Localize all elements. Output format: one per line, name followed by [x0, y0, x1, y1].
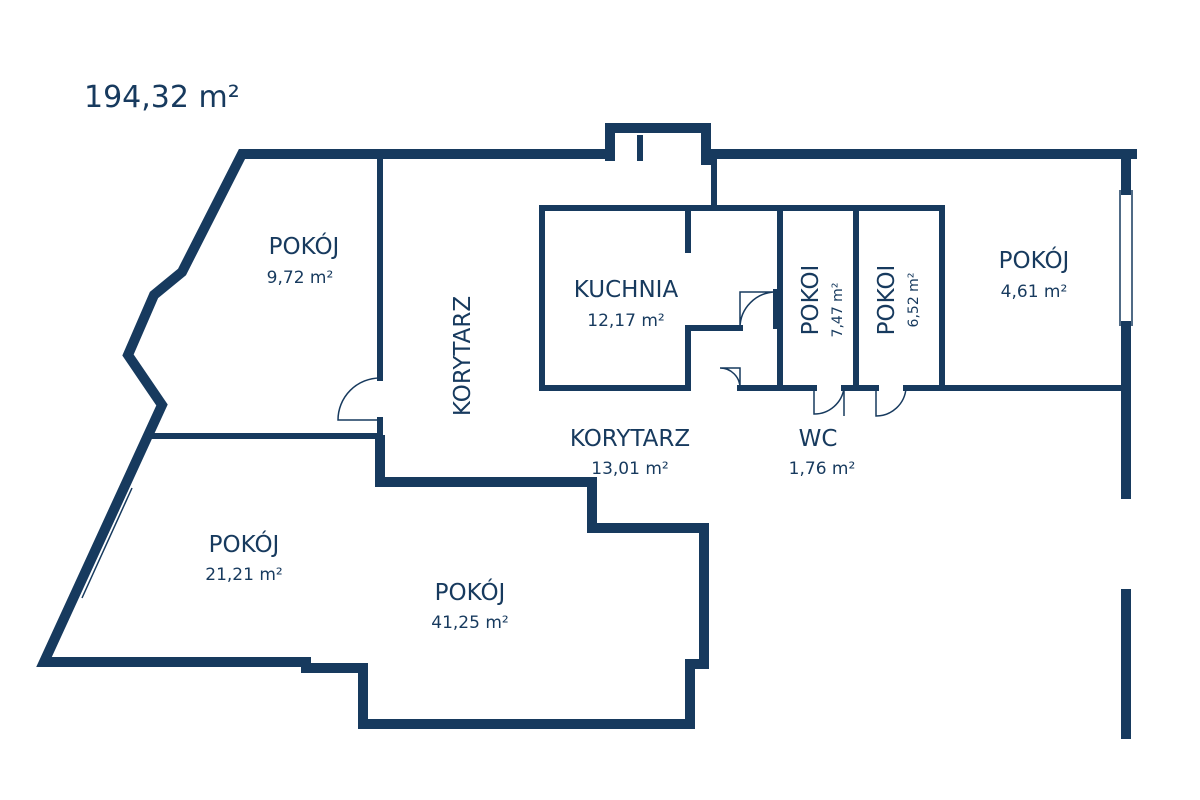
room-label: POKOI: [798, 265, 824, 336]
room-area: 41,25 m²: [431, 613, 508, 633]
room-label: KORYTARZ: [450, 296, 476, 416]
room-label: WC: [799, 426, 838, 452]
room-label: POKÓJ: [209, 530, 280, 558]
room-area: 12,17 m²: [587, 311, 664, 331]
room-area: 1,76 m²: [789, 459, 856, 479]
room-labels: POKÓJ 9,72 m² KORYTARZ KUCHNIA 12,17 m² …: [205, 232, 1069, 633]
windows: [71, 190, 1133, 599]
room-area: 6,52 m²: [906, 273, 922, 328]
room-area: 9,72 m²: [267, 268, 334, 288]
room-label: POKOI: [874, 265, 900, 336]
total-area: 194,32 m²: [84, 80, 240, 115]
room-label: POKÓJ: [269, 232, 340, 260]
room-label: KUCHNIA: [574, 277, 679, 303]
interior-walls: [149, 151, 1129, 443]
room-label: POKÓJ: [435, 578, 506, 606]
room-area: 7,47 m²: [830, 283, 846, 338]
room-area: 4,61 m²: [1001, 282, 1068, 302]
doors: [337, 291, 907, 421]
room-label: KORYTARZ: [570, 426, 690, 452]
room-area: 21,21 m²: [205, 565, 282, 585]
room-area: 13,01 m²: [591, 459, 668, 479]
outer-walls: [36, 123, 1137, 739]
room-label: POKÓJ: [999, 246, 1070, 274]
